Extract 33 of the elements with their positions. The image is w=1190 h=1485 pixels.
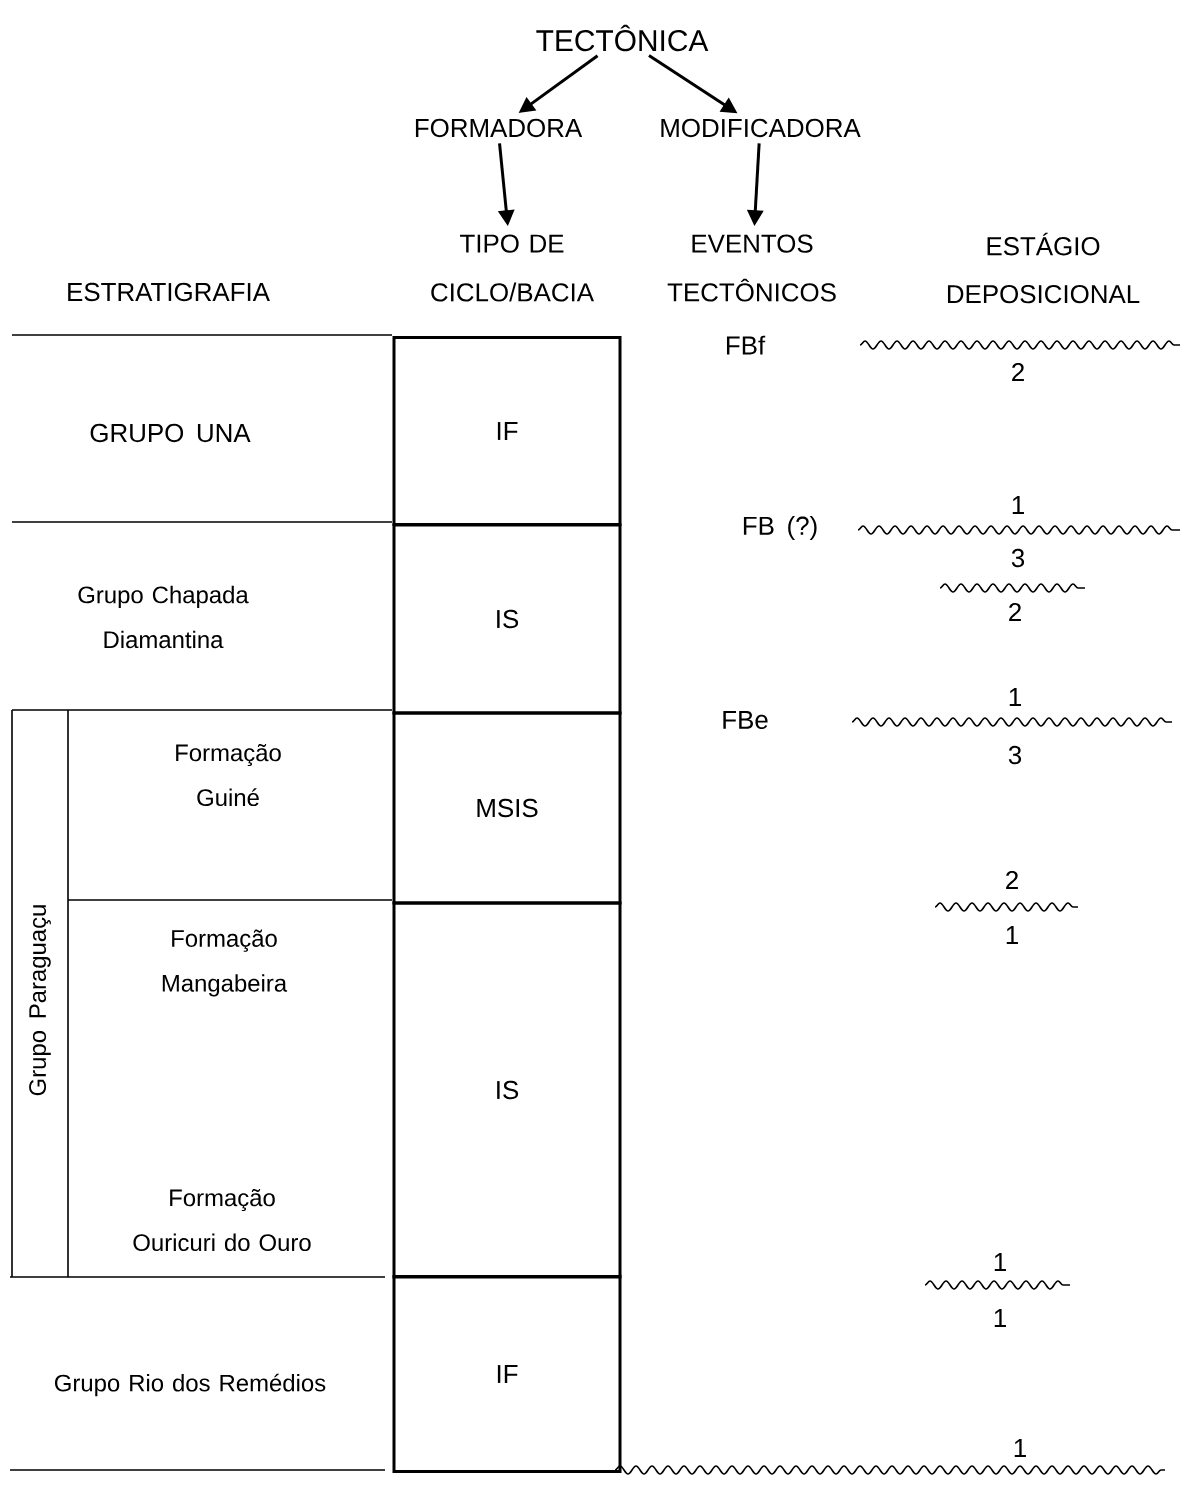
header-text: FORMADORA (415, 118, 583, 138)
stage-number: 2 (1006, 870, 1018, 890)
unit-name: Formação Mangabeira (162, 929, 288, 997)
stage-number: 3 (1008, 745, 1022, 765)
stage-number: 2 (1012, 362, 1024, 382)
cycle-box: IF (392, 1275, 622, 1473)
cycle-box: IS (392, 523, 622, 715)
cycle-box: IS (392, 901, 622, 1279)
header-text: MODIFICADORA (661, 118, 861, 138)
column-header: ESTÁGIO DEPOSICIONAL (947, 232, 1140, 304)
header-title: TECTÔNICA (536, 24, 709, 52)
stage-number: 1 (1012, 496, 1024, 514)
stage-number: 1 (1009, 688, 1021, 706)
unit-name: Grupo Rio dos Remédios (55, 1373, 326, 1397)
column-header: ESTRATIGRAFIA (68, 282, 270, 302)
unit-name: GRUPO UNA (90, 423, 251, 443)
cycle-box: MSIS (392, 711, 622, 905)
stage-number: 1 (994, 1253, 1006, 1271)
cycle-box: IF (392, 336, 622, 526)
column-header: EVENTOS TECTÔNICOS (667, 234, 836, 302)
event-label: FB (?) (743, 515, 817, 541)
stage-number: 3 (1011, 548, 1025, 568)
unit-name: Formação Guiné (176, 743, 281, 807)
stage-number: 2 (1009, 602, 1021, 622)
unit-name: Grupo Chapada Diamantina (78, 585, 249, 649)
stage-number: 1 (1006, 926, 1018, 944)
event-label: FBf (727, 335, 766, 355)
column-header: TIPO DE CICLO/BACIA (431, 234, 594, 302)
event-label: FBe (723, 710, 768, 730)
group-name: Grupo Paraguaçu (29, 905, 51, 1096)
unit-name: Formação Ouricuri do Ouro (133, 1188, 311, 1252)
stage-number: 1 (1014, 1439, 1026, 1457)
stage-number: 1 (994, 1309, 1006, 1327)
